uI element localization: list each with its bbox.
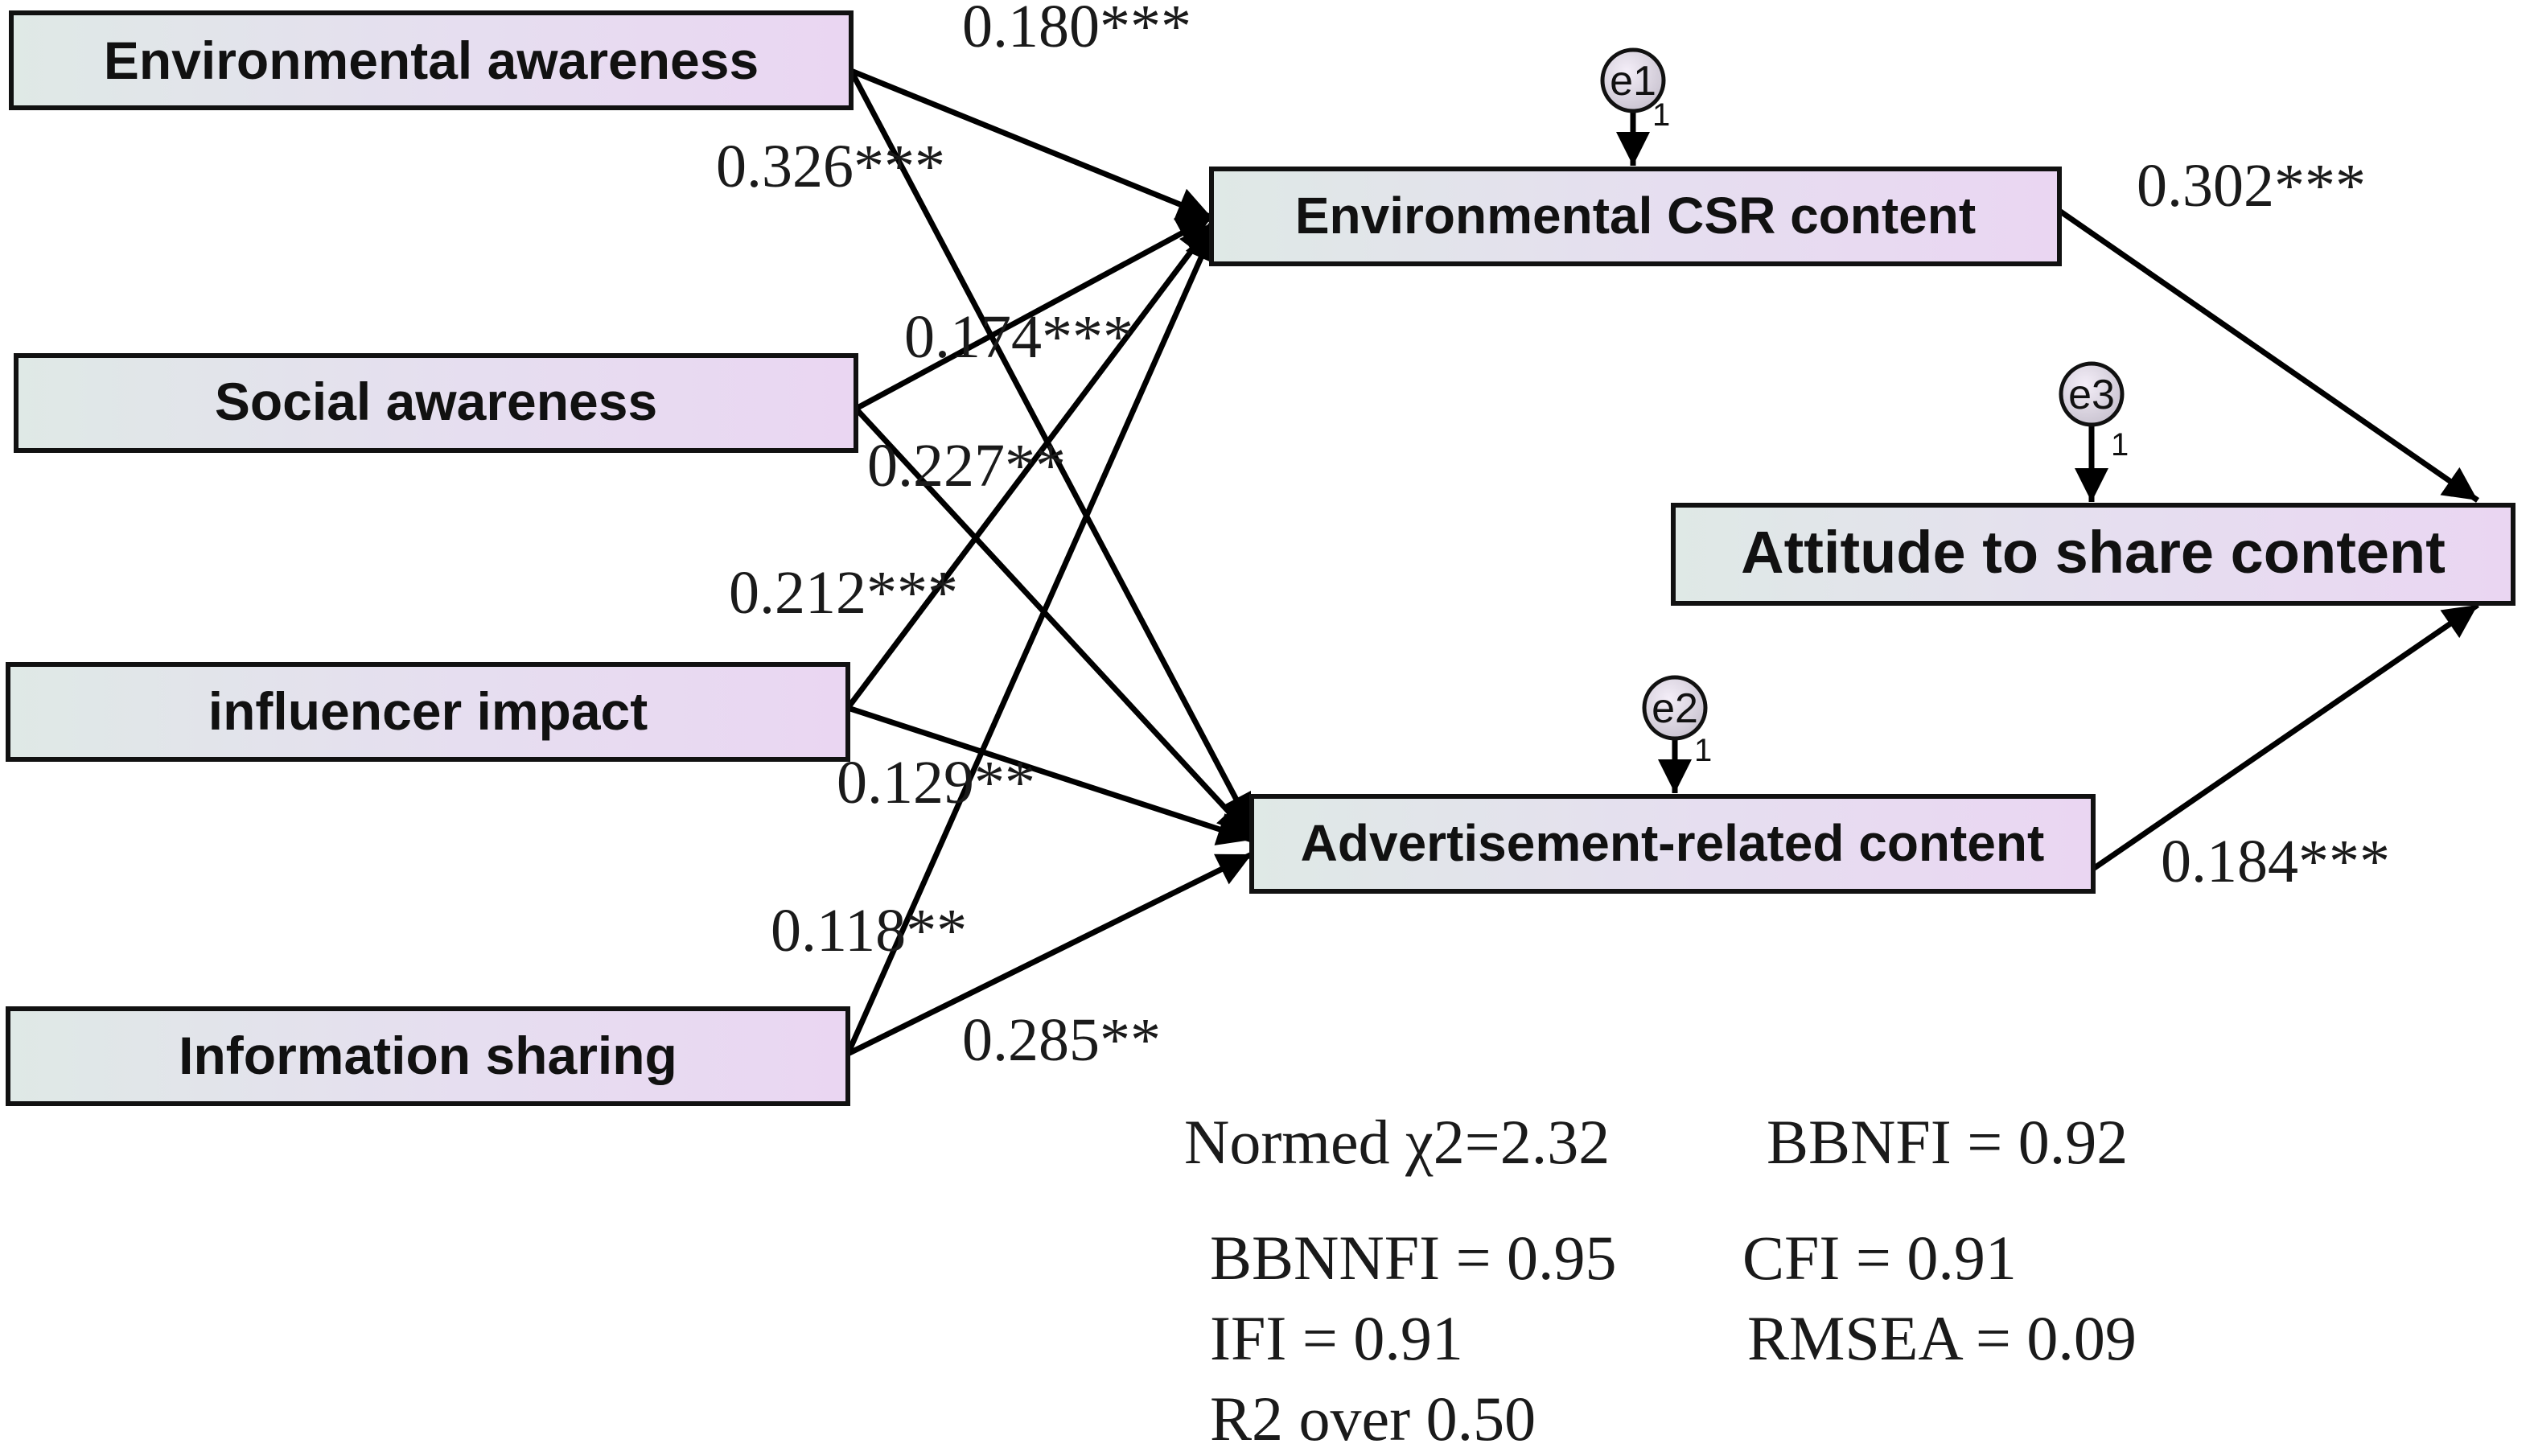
node-label: Environmental awareness <box>104 31 759 90</box>
coef-info-to-ad: 0.285** <box>962 1006 1161 1074</box>
coef-csr-to-attitude: 0.302*** <box>2137 152 2366 220</box>
paths <box>845 68 2479 1057</box>
fit-r2: R2 over 0.50 <box>1210 1384 1536 1454</box>
fit-ifi: IFI = 0.91 <box>1210 1303 1463 1373</box>
fit-rmsea: RMSEA = 0.09 <box>1747 1303 2137 1373</box>
fit-indices: Normed χ2=2.32 BBNFI = 0.92 BBNNFI = 0.9… <box>1184 1107 2137 1454</box>
path-soc-aw-to-ad <box>854 406 1254 839</box>
error-label: e2 <box>1652 685 1698 732</box>
error-e1: e1 1 <box>1600 47 1670 133</box>
node-label: Environmental CSR content <box>1295 187 1976 245</box>
path-soc-aw-to-csr <box>854 214 1213 412</box>
node-label: Social awareness <box>215 372 657 431</box>
error-e3: e3 1 <box>2059 361 2129 463</box>
path-coefficients: 0.180*** 0.326*** 0.174*** 0.227** 0.212… <box>716 0 2390 1074</box>
node-information-sharing: Information sharing <box>6 1006 850 1106</box>
fit-cfi: CFI = 0.91 <box>1742 1223 2017 1293</box>
coef-env-aw-to-csr: 0.180*** <box>962 0 1191 60</box>
error-weight: 1 <box>2111 427 2129 463</box>
error-e2: e2 1 <box>1642 675 1712 768</box>
path-infl-to-csr <box>845 220 1216 710</box>
error-label: e3 <box>2068 372 2115 418</box>
node-advertisement-related-content: Advertisement-related content <box>1249 794 2096 894</box>
coef-infl-to-csr: 0.212*** <box>729 559 958 627</box>
error-weight: 1 <box>1652 97 1670 133</box>
node-label: Attitude to share content <box>1741 519 2446 586</box>
coef-env-aw-to-ad: 0.326*** <box>716 133 945 200</box>
node-environmental-csr-content: Environmental CSR content <box>1209 167 2062 266</box>
coef-ad-to-attitude: 0.184*** <box>2161 828 2390 895</box>
node-influencer-impact: influencer impact <box>6 662 850 762</box>
path-env-aw-to-ad <box>848 69 1255 830</box>
fit-normed-chi2: Normed χ2=2.32 <box>1184 1107 1610 1177</box>
coef-soc-aw-to-csr: 0.174*** <box>904 303 1133 371</box>
fit-bbnfi: BBNFI = 0.92 <box>1767 1107 2128 1177</box>
path-env-aw-to-csr <box>849 68 1213 220</box>
node-attitude-to-share-content: Attitude to share content <box>1671 503 2515 606</box>
node-label: Advertisement-related content <box>1301 814 2045 872</box>
coef-soc-aw-to-ad: 0.227** <box>867 432 1066 500</box>
coef-infl-to-ad: 0.129** <box>837 749 1035 816</box>
node-label: Information sharing <box>179 1026 677 1085</box>
error-label: e1 <box>1610 58 1656 105</box>
path-csr-to-attitude <box>2058 208 2479 503</box>
path-ad-to-attitude <box>2092 603 2479 871</box>
node-label: influencer impact <box>208 681 648 741</box>
path-info-to-csr <box>845 225 1218 1055</box>
node-environmental-awareness: Environmental awareness <box>9 10 854 110</box>
path-info-to-ad <box>846 851 1253 1057</box>
node-social-awareness: Social awareness <box>14 353 858 453</box>
error-weight: 1 <box>1694 733 1712 768</box>
path-infl-to-ad <box>846 705 1253 845</box>
fit-bbnnfi: BBNNFI = 0.95 <box>1210 1223 1617 1293</box>
coef-info-to-csr: 0.118** <box>771 897 967 964</box>
